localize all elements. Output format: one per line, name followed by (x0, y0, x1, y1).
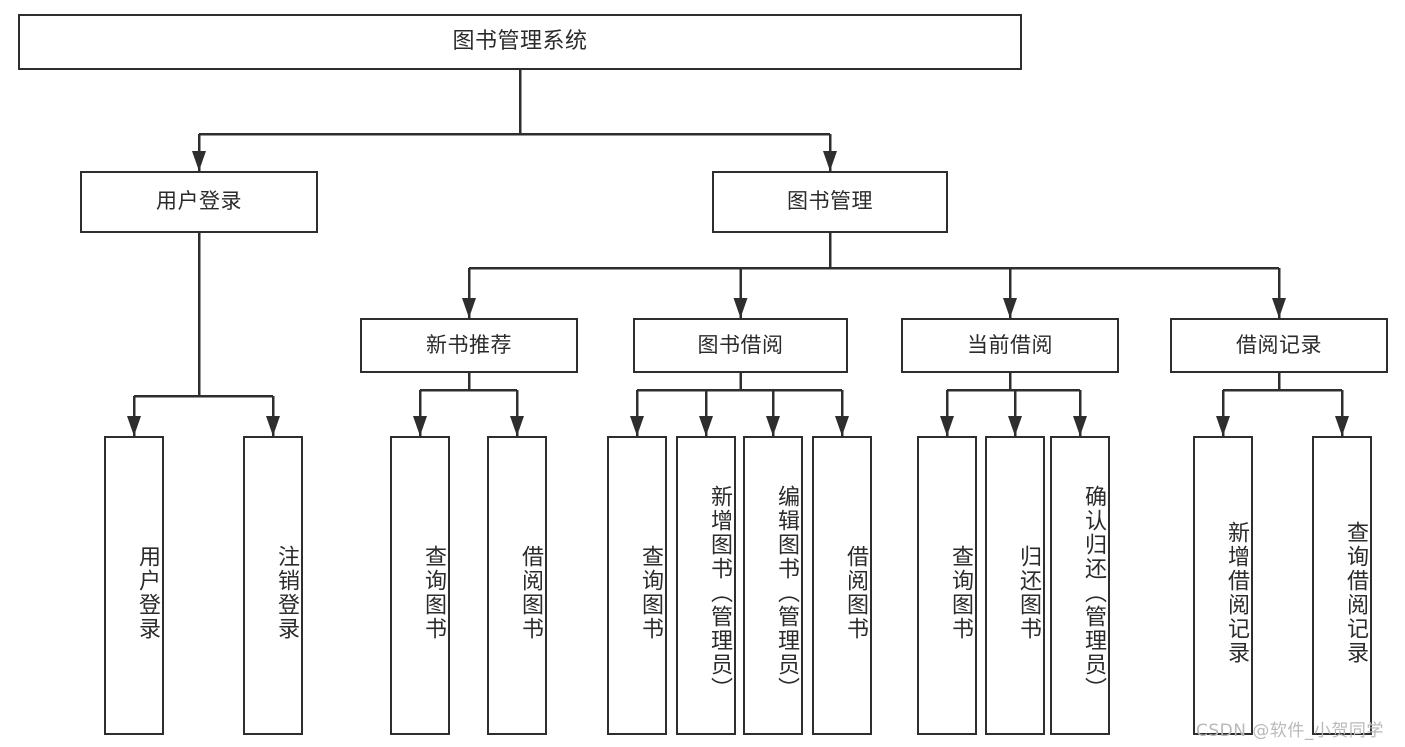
node-leaf-user-logout: 注销登录 (243, 436, 303, 735)
node-label: 查询图书 (948, 544, 973, 641)
node-label: 借阅记录 (1236, 332, 1322, 357)
node-leaf-query-book-3: 查询图书 (917, 436, 977, 735)
node-label: 借阅图书 (843, 544, 868, 641)
watermark: CSDN @软件_小贺同学 (1196, 721, 1384, 741)
node-leaf-edit-book: 编辑图书（管理员） (743, 436, 803, 735)
node-root: 图书管理系统 (18, 14, 1022, 70)
node-label: 新增借阅记录 (1224, 520, 1249, 665)
node-newbook: 新书推荐 (360, 318, 578, 373)
node-label: 查询图书 (421, 544, 446, 641)
node-leaf-return-book: 归还图书 (985, 436, 1045, 735)
node-records: 借阅记录 (1170, 318, 1388, 373)
node-label: 用户登录 (156, 189, 242, 214)
node-label: 编辑图书（管理员） (774, 484, 799, 701)
node-login: 用户登录 (80, 171, 318, 233)
node-label: 图书借阅 (697, 332, 784, 357)
node-label: 借阅图书 (518, 544, 543, 641)
node-label: 确认归还（管理员） (1081, 484, 1106, 701)
node-label: 图书管理系统 (452, 28, 588, 54)
node-leaf-query-record: 查询借阅记录 (1312, 436, 1372, 735)
node-leaf-borrow-book-1: 借阅图书 (487, 436, 547, 735)
node-label: 查询图书 (638, 544, 663, 641)
node-leaf-confirm-return: 确认归还（管理员） (1050, 436, 1110, 735)
node-label: 查询借阅记录 (1343, 520, 1368, 665)
node-borrow: 图书借阅 (633, 318, 848, 373)
node-leaf-add-book: 新增图书（管理员） (676, 436, 736, 735)
node-bookmgmt: 图书管理 (712, 171, 948, 233)
node-label: 当前借阅 (967, 332, 1053, 357)
node-leaf-add-record: 新增借阅记录 (1193, 436, 1253, 735)
node-label: 图书管理 (787, 189, 873, 214)
node-leaf-query-book-1: 查询图书 (390, 436, 450, 735)
node-label: 新书推荐 (426, 332, 512, 357)
node-leaf-user-login: 用户登录 (104, 436, 164, 735)
node-label: 归还图书 (1016, 544, 1041, 641)
node-label: 用户登录 (135, 544, 160, 641)
node-leaf-query-book-2: 查询图书 (607, 436, 667, 735)
node-label: 注销登录 (274, 544, 299, 641)
node-leaf-borrow-book-2: 借阅图书 (812, 436, 872, 735)
node-current: 当前借阅 (901, 318, 1119, 373)
node-label: 新增图书（管理员） (707, 484, 732, 701)
